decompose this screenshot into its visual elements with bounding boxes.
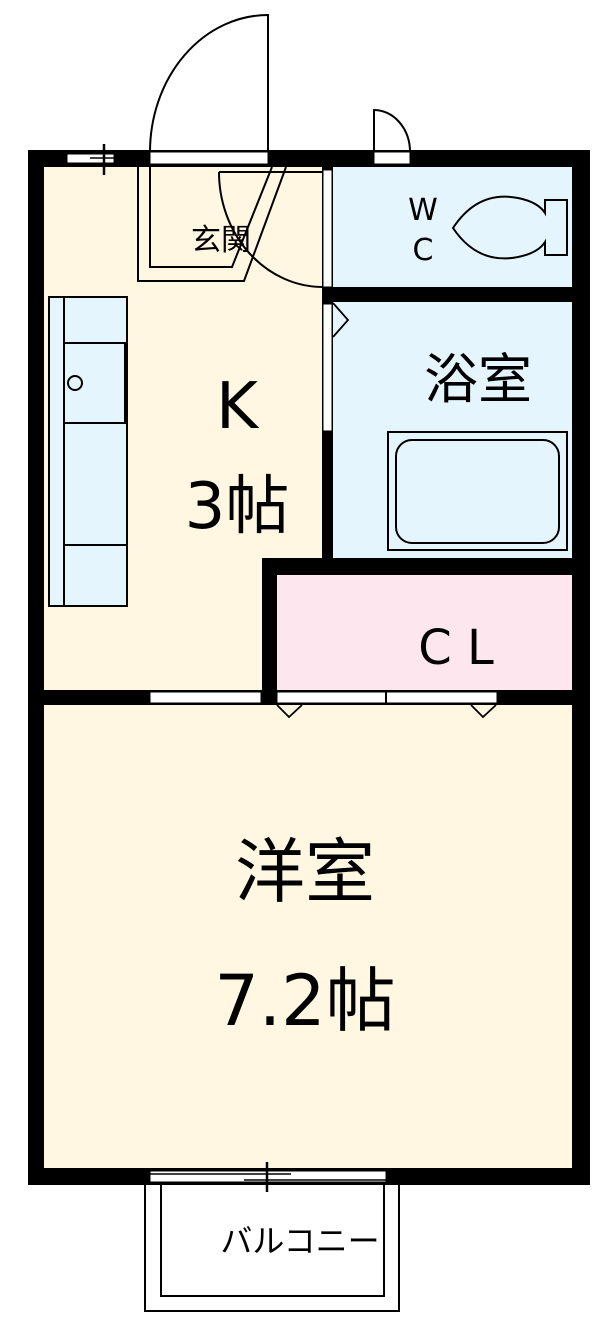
wall-left	[28, 150, 44, 1185]
bathtub-icon	[387, 431, 568, 551]
wc-window-opening	[373, 151, 411, 165]
wall-right	[572, 150, 590, 1185]
western-room-label: 洋室	[235, 831, 375, 913]
closet-door-marker-right	[470, 704, 497, 719]
closet-door-right	[385, 691, 498, 704]
wall-wc-bath	[322, 287, 590, 302]
western-room-size: 7.2帖	[214, 960, 395, 1042]
bathroom-label: 浴室	[424, 348, 532, 411]
closet-door-left	[276, 691, 387, 704]
closet-door-marker-left	[276, 704, 303, 719]
wall-closet-left	[262, 558, 277, 705]
wc-label-w: W	[408, 193, 438, 228]
closet-floor	[277, 575, 572, 690]
kitchen-western-door	[149, 691, 262, 704]
wc-window-swing	[373, 108, 411, 153]
wall-bath-closet	[262, 558, 590, 575]
bath-door-strip	[322, 303, 333, 432]
entrance-door-opening	[149, 151, 269, 165]
fixture-lines	[90, 13, 497, 1192]
kitchen-size: 3帖	[185, 470, 290, 544]
faucet-icon	[67, 375, 83, 391]
balcony	[144, 1185, 400, 1312]
balcony-label: バルコニー	[220, 1222, 379, 1260]
floors	[44, 167, 572, 1168]
bath-door-marker	[332, 302, 350, 338]
entrance-door-swing	[149, 13, 269, 153]
kitchen-counter	[48, 296, 128, 607]
wc-door-strip	[322, 169, 333, 288]
toilet-icon	[451, 195, 568, 260]
kitchen-label: K	[216, 370, 260, 444]
genkan-outer	[137, 166, 287, 282]
closet-label: C L	[418, 620, 494, 676]
western-room-floor	[44, 705, 572, 1168]
genkan-outline	[149, 166, 273, 268]
wc-label-c: C	[413, 233, 434, 268]
sink-icon	[63, 342, 126, 424]
entrance-label: 玄関	[191, 223, 251, 258]
